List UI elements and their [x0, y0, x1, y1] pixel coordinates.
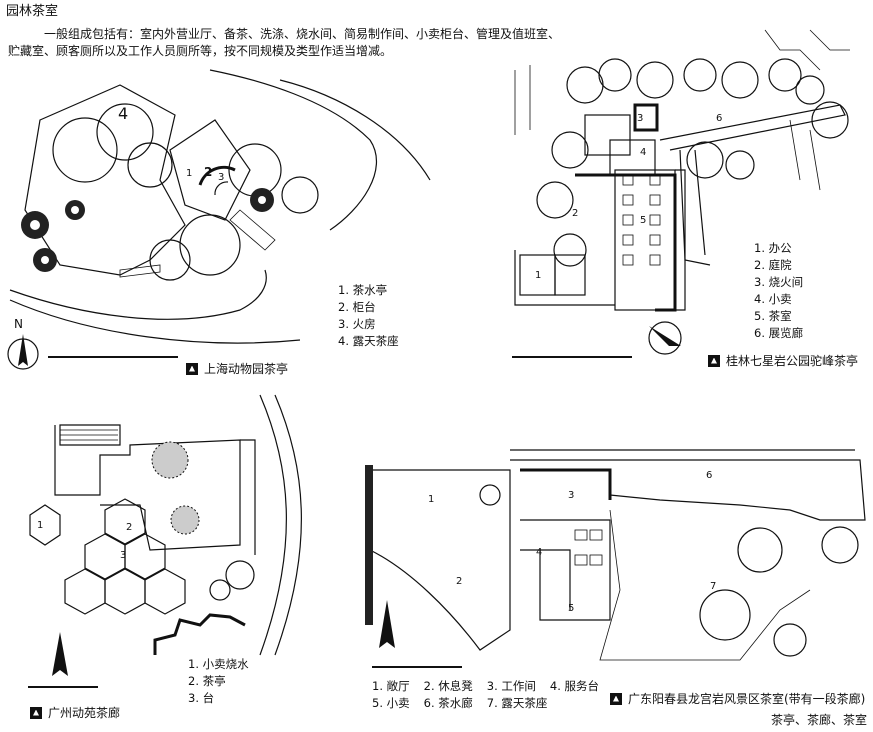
plan3-label-2: 2: [126, 522, 133, 533]
legend-row: 5. 小卖 6. 茶水廊 7. 露天茶座: [372, 695, 599, 712]
caption-text: 桂林七星岩公园驼峰茶亭: [726, 354, 859, 368]
legend-item: 1. 小卖烧水: [188, 657, 249, 671]
legend-item: 7. 露天茶座: [486, 696, 548, 710]
scale-bar-icon: [372, 666, 462, 668]
legend-row: 1. 敞厅 2. 休息凳 3. 工作间 4. 服务台: [372, 678, 599, 695]
caption-text: 广州动苑茶廊: [48, 706, 121, 720]
legend-item: 3. 台: [188, 691, 215, 705]
plan-guangzhou: [29, 394, 302, 656]
plan1-legend: 1. 茶水亭 2. 柜台 3. 火房 4. 露天茶座: [338, 282, 399, 350]
scale-bar-icon: [28, 686, 98, 688]
legend-item: 4. 露天茶座: [338, 334, 399, 348]
north-arrow-icon: [52, 632, 68, 676]
plan3-label-1: 1: [37, 520, 44, 531]
plan4-label-1: 1: [428, 494, 435, 505]
plan3-legend: 1. 小卖烧水 2. 茶亭 3. 台: [188, 656, 249, 707]
plan2-label-2: 2: [572, 208, 579, 219]
plan4-label-4: 4: [536, 547, 543, 558]
plan2-label-5: 5: [640, 215, 647, 226]
caption-text: 上海动物园茶亭: [204, 362, 289, 376]
plan-guilin: [514, 29, 850, 312]
caption-marker-icon: [610, 692, 622, 705]
intro-text: 一般组成包括有：室内外营业厅、备茶、洗涤、烧水间、简易制作间、小卖柜台、管理及值…: [8, 26, 568, 60]
north-label: N: [14, 317, 23, 331]
caption-marker-icon: [30, 706, 42, 719]
plan-shanghai-zoo: [9, 69, 431, 344]
caption-marker-icon: [708, 354, 720, 367]
legend-item: 1. 敞厅: [372, 679, 410, 693]
north-arrow-icon: [379, 600, 395, 648]
plan4-legend: 1. 敞厅 2. 休息凳 3. 工作间 4. 服务台 5. 小卖 6. 茶水廊 …: [372, 678, 599, 712]
plan2-label-6: 6: [716, 113, 723, 124]
plan4-label-2: 2: [456, 576, 463, 587]
legend-item: 2. 休息凳: [423, 679, 473, 693]
legend-item: 1. 办公: [754, 241, 792, 255]
legend-item: 3. 烧火间: [754, 275, 804, 289]
legend-item: 5. 茶室: [754, 309, 792, 323]
legend-item: 2. 柜台: [338, 300, 376, 314]
plan4-label-5: 5: [568, 603, 575, 614]
plan4-label-7: 7: [710, 581, 717, 592]
legend-item: 4. 服务台: [549, 679, 600, 693]
plan2-label-1: 1: [535, 270, 542, 281]
plan4-label-3: 3: [568, 490, 575, 501]
plan1-label-3: 3: [218, 172, 225, 183]
plan2-label-4: 4: [640, 147, 647, 158]
scale-bar-icon: [48, 356, 178, 358]
plan3-label-3: 3: [120, 550, 127, 561]
legend-item: 2. 庭院: [754, 258, 792, 272]
plan4-label-6: 6: [706, 470, 713, 481]
plan2-legend: 1. 办公 2. 庭院 3. 烧火间 4. 小卖 5. 茶室 6. 展览廊: [754, 240, 803, 342]
intro-paragraph: 一般组成包括有：室内外营业厅、备茶、洗涤、烧水间、简易制作间、小卖柜台、管理及值…: [8, 27, 561, 58]
legend-item: 5. 小卖: [372, 696, 410, 710]
plan3-caption: 广州动苑茶廊: [30, 704, 120, 721]
plan1-caption: 上海动物园茶亭: [186, 360, 288, 377]
legend-item: 3. 工作间: [486, 679, 536, 693]
caption-marker-icon: [186, 362, 198, 375]
legend-item: 2. 茶亭: [188, 674, 226, 688]
caption-text: 广东阳春县龙宫岩风景区茶室(带有一段茶廊): [628, 692, 866, 706]
plan-yangchun: [365, 449, 866, 661]
plan2-label-3: 3: [637, 113, 644, 124]
plan1-label-4: 4: [118, 104, 129, 123]
scale-bar-icon: [512, 356, 632, 358]
plan1-label-2: 2: [204, 165, 213, 179]
legend-item: 6. 茶水廊: [423, 696, 473, 710]
north-arrow-icon: [7, 334, 39, 370]
plan4-caption: 广东阳春县龙宫岩风景区茶室(带有一段茶廊): [610, 690, 865, 707]
plan2-caption: 桂林七星岩公园驼峰茶亭: [708, 352, 858, 369]
legend-item: 4. 小卖: [754, 292, 792, 306]
page-footer: 茶亭、茶廊、茶室: [770, 713, 867, 727]
section-title: 园林茶室: [6, 4, 59, 19]
legend-item: 6. 展览廊: [754, 326, 804, 340]
legend-item: 3. 火房: [338, 317, 376, 331]
plan1-label-1: 1: [186, 168, 193, 179]
legend-item: 1. 茶水亭: [338, 283, 388, 297]
north-arrow-icon: [648, 321, 682, 355]
